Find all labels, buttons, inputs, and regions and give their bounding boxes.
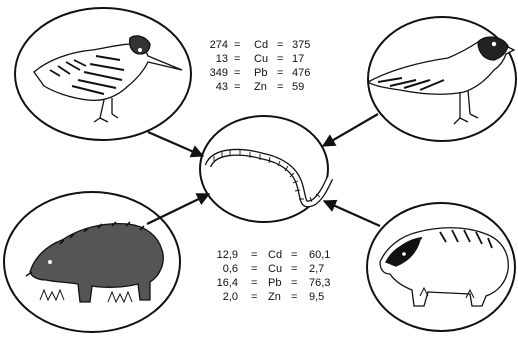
value-left: 349 <box>200 66 228 80</box>
table-row: 349 = Pb = 476 <box>200 66 330 80</box>
gull-icon <box>368 37 514 124</box>
bottom-concentration-table: 12,9 = Cd = 60,1 0,6 = Cu = 2,7 16,4 = P… <box>200 248 350 304</box>
arrow-badger-to-worm <box>324 201 380 226</box>
table-row: 16,4 = Pb = 76,3 <box>200 276 350 290</box>
value-right: 375 <box>292 38 310 52</box>
equals-sign: = <box>234 52 240 66</box>
value-left: 2,0 <box>200 290 238 304</box>
equals-sign: = <box>291 276 297 290</box>
value-left: 16,4 <box>200 276 238 290</box>
value-right: 17 <box>292 52 304 66</box>
badger-icon <box>380 228 508 306</box>
table-row: 43 = Zn = 59 <box>200 80 330 94</box>
wild-boar-icon <box>26 222 163 302</box>
arrow-boar-to-worm <box>147 194 209 224</box>
table-row: 13 = Cu = 17 <box>200 52 330 66</box>
value-right: 9,5 <box>309 290 324 304</box>
element-symbol: Cd <box>254 38 268 52</box>
equals-sign: = <box>277 52 283 66</box>
equals-sign: = <box>251 276 257 290</box>
value-left: 274 <box>200 38 228 52</box>
table-row: 0,6 = Cu = 2,7 <box>200 262 350 276</box>
equals-sign: = <box>234 38 240 52</box>
value-right: 476 <box>292 66 310 80</box>
element-symbol: Cu <box>254 52 268 66</box>
value-right: 60,1 <box>309 248 330 262</box>
woodcock-icon <box>34 36 182 122</box>
value-right: 2,7 <box>309 262 324 276</box>
arrow-gull-to-worm <box>323 114 378 146</box>
equals-sign: = <box>251 290 257 304</box>
earthworm-icon <box>208 150 330 204</box>
equals-sign: = <box>234 80 240 94</box>
value-left: 0,6 <box>200 262 238 276</box>
equals-sign: = <box>277 38 283 52</box>
element-symbol: Pb <box>254 66 267 80</box>
equals-sign: = <box>291 262 297 276</box>
equals-sign: = <box>291 248 297 262</box>
element-symbol: Cu <box>268 262 282 276</box>
arrow-woodcock-to-worm <box>148 132 203 156</box>
value-right: 76,3 <box>309 276 330 290</box>
element-symbol: Pb <box>268 276 281 290</box>
equals-sign: = <box>234 66 240 80</box>
equals-sign: = <box>251 248 257 262</box>
table-row: 12,9 = Cd = 60,1 <box>200 248 350 262</box>
value-left: 12,9 <box>200 248 238 262</box>
table-row: 274 = Cd = 375 <box>200 38 330 52</box>
top-concentration-table: 274 = Cd = 375 13 = Cu = 17 349 = Pb = 4… <box>200 38 330 94</box>
equals-sign: = <box>251 262 257 276</box>
element-symbol: Cd <box>268 248 282 262</box>
equals-sign: = <box>291 290 297 304</box>
equals-sign: = <box>277 80 283 94</box>
value-left: 43 <box>200 80 228 94</box>
table-row: 2,0 = Zn = 9,5 <box>200 290 350 304</box>
element-symbol: Zn <box>268 290 281 304</box>
value-right: 59 <box>292 80 304 94</box>
equals-sign: = <box>277 66 283 80</box>
value-left: 13 <box>200 52 228 66</box>
element-symbol: Zn <box>254 80 267 94</box>
